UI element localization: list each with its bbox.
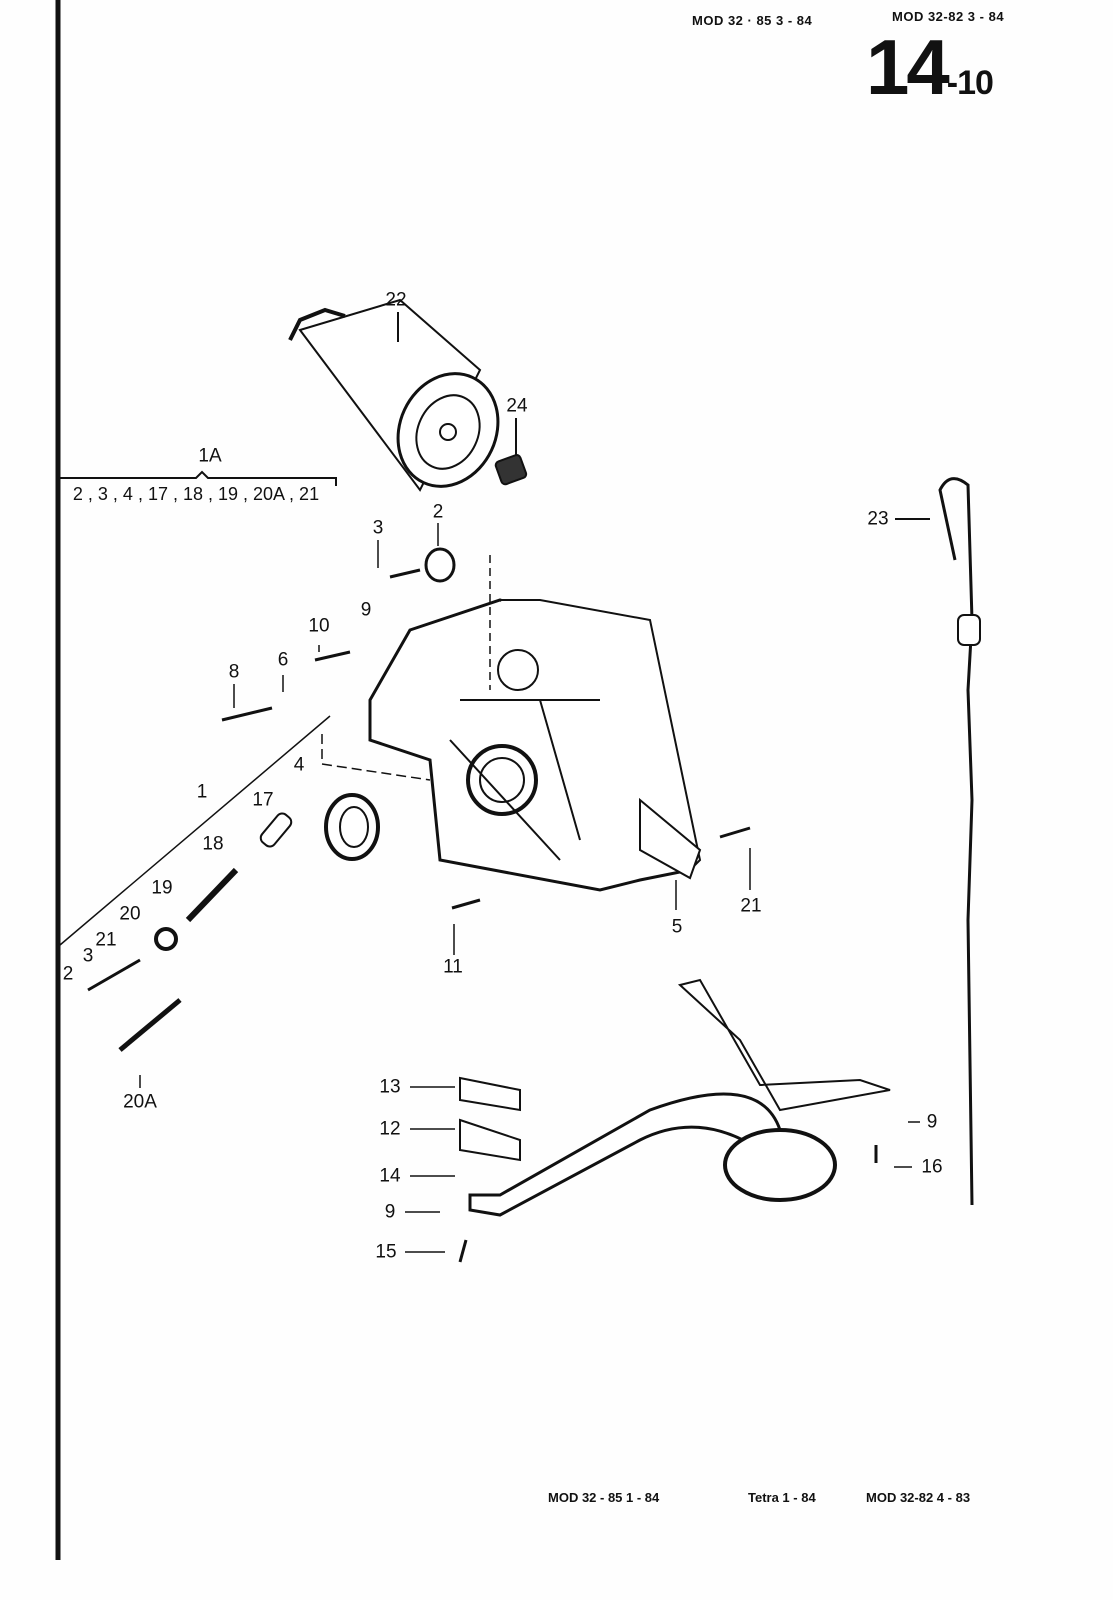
plunger-drawing xyxy=(259,812,293,848)
callout-13: 13 xyxy=(379,1076,401,1098)
bolts-drawing xyxy=(87,568,878,1263)
page-number-main: 14 xyxy=(866,23,950,111)
callout-6: 6 xyxy=(277,649,289,671)
callout-20: 20 xyxy=(119,903,141,925)
page-number: 14-10 xyxy=(866,28,994,106)
page-number-sub: -10 xyxy=(946,64,994,102)
kit-bracket xyxy=(60,470,337,486)
callout-5: 5 xyxy=(671,916,683,938)
callout-9: 9 xyxy=(360,599,372,621)
callout-8: 8 xyxy=(228,661,240,683)
callout-17: 17 xyxy=(252,789,274,811)
gasket-drawing xyxy=(639,797,702,880)
oil-pickup-tube-drawing xyxy=(459,978,891,1217)
footer-ref-1: MOD 32 - 85 1 - 84 xyxy=(548,1490,660,1505)
callout-10: 10 xyxy=(308,615,330,637)
callout-21: 21 xyxy=(740,895,762,917)
footer-ref-3: MOD 32-82 4 - 83 xyxy=(866,1490,971,1505)
callout-3: 3 xyxy=(372,517,384,539)
callout-4: 4 xyxy=(293,754,305,776)
kit-label: 1A xyxy=(198,445,222,467)
header-ref-left: MOD 32 · 85 3 - 84 xyxy=(692,13,813,28)
plug-drawing xyxy=(424,547,456,583)
oil-pump-housing-drawing xyxy=(368,598,702,892)
kit-contents: 2 , 3 , 4 , 17 , 18 , 19 , 20A , 21 xyxy=(72,484,320,504)
shaft-seal-drawing xyxy=(324,793,380,861)
callout-2-left: 2 xyxy=(62,963,74,985)
callout-11: 11 xyxy=(443,956,463,978)
callout-12: 12 xyxy=(379,1118,401,1140)
callout-16: 16 xyxy=(921,1156,943,1178)
callout-18: 18 xyxy=(202,833,224,855)
callout-21-left: 21 xyxy=(95,929,117,951)
callout-1: 1 xyxy=(196,781,208,803)
callout-24: 24 xyxy=(506,395,528,417)
header-ref-right: MOD 32-82 3 - 84 xyxy=(892,9,1005,24)
callout-20A: 20A xyxy=(123,1091,157,1113)
washer-drawing xyxy=(154,927,178,951)
threaded-nipple-drawing xyxy=(494,454,528,486)
callout-14: 14 xyxy=(379,1165,401,1187)
callout-9-lower: 9 xyxy=(384,1201,396,1223)
callout-3-left: 3 xyxy=(82,945,94,967)
dipstick-drawing xyxy=(938,477,981,1206)
callout-19: 19 xyxy=(151,877,173,899)
oil-filter-drawing xyxy=(288,298,500,492)
leader-lines xyxy=(59,523,920,1253)
callout-2: 2 xyxy=(432,501,444,523)
callout-22: 22 xyxy=(385,289,407,311)
callout-9-right: 9 xyxy=(926,1111,938,1133)
callout-23: 23 xyxy=(867,508,889,530)
footer-ref-2: Tetra 1 - 84 xyxy=(748,1490,816,1505)
callout-15: 15 xyxy=(375,1241,397,1263)
